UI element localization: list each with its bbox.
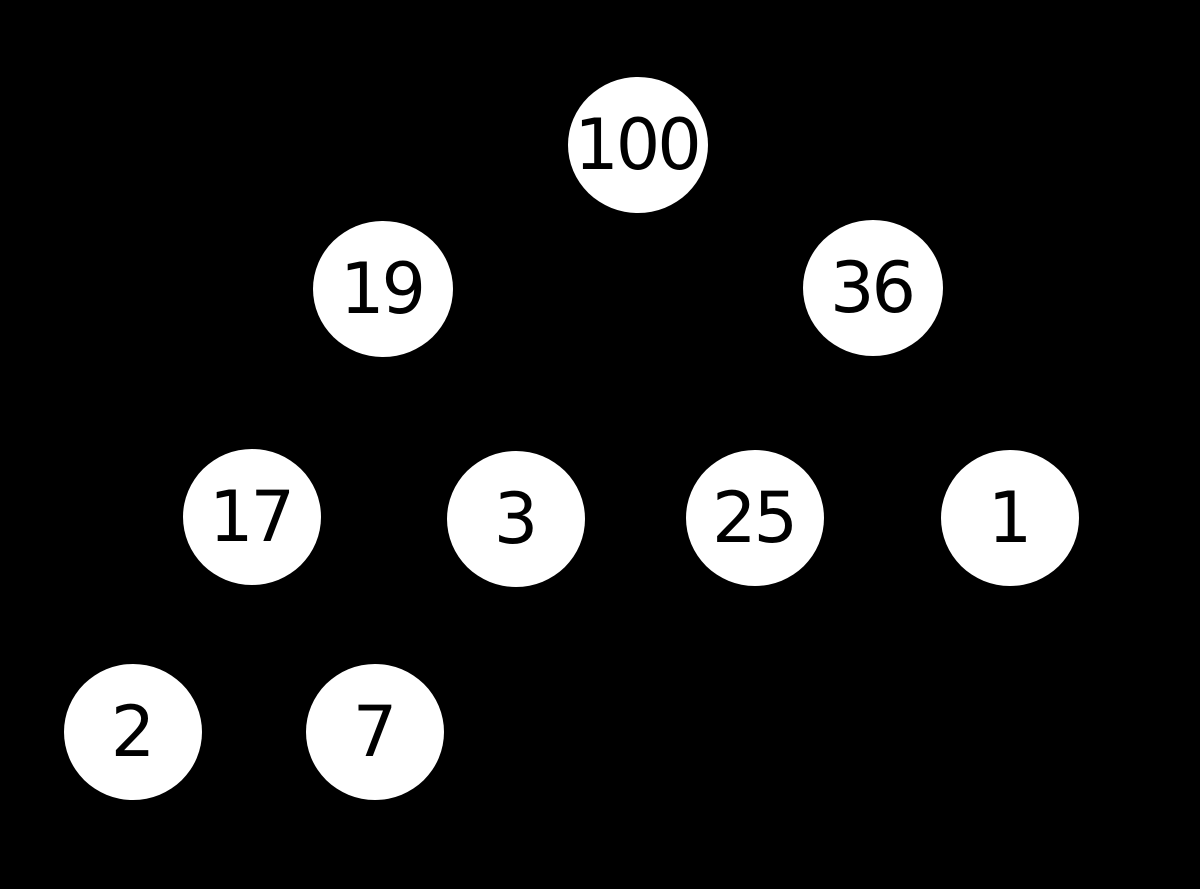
tree-node-36: 36: [803, 220, 943, 356]
tree-node-25: 25: [686, 450, 824, 586]
tree-node-label: 25: [711, 477, 798, 559]
tree-node-19: 19: [313, 221, 453, 357]
tree-node-label: 36: [829, 247, 916, 329]
tree-node-7: 7: [306, 664, 444, 800]
tree-node-100: 100: [568, 77, 708, 213]
tree-node-label: 17: [208, 476, 295, 558]
tree-node-17: 17: [183, 449, 321, 585]
tree-node-label: 1: [987, 477, 1033, 559]
tree-node-label: 3: [493, 478, 539, 560]
tree-node-label: 19: [339, 248, 426, 330]
tree-node-label: 7: [352, 691, 398, 773]
tree-node-3: 3: [447, 451, 585, 587]
tree-node-2: 2: [64, 664, 202, 800]
tree-node-label: 2: [110, 691, 156, 773]
tree-node-label: 100: [574, 104, 702, 186]
tree-node-1: 1: [941, 450, 1079, 586]
